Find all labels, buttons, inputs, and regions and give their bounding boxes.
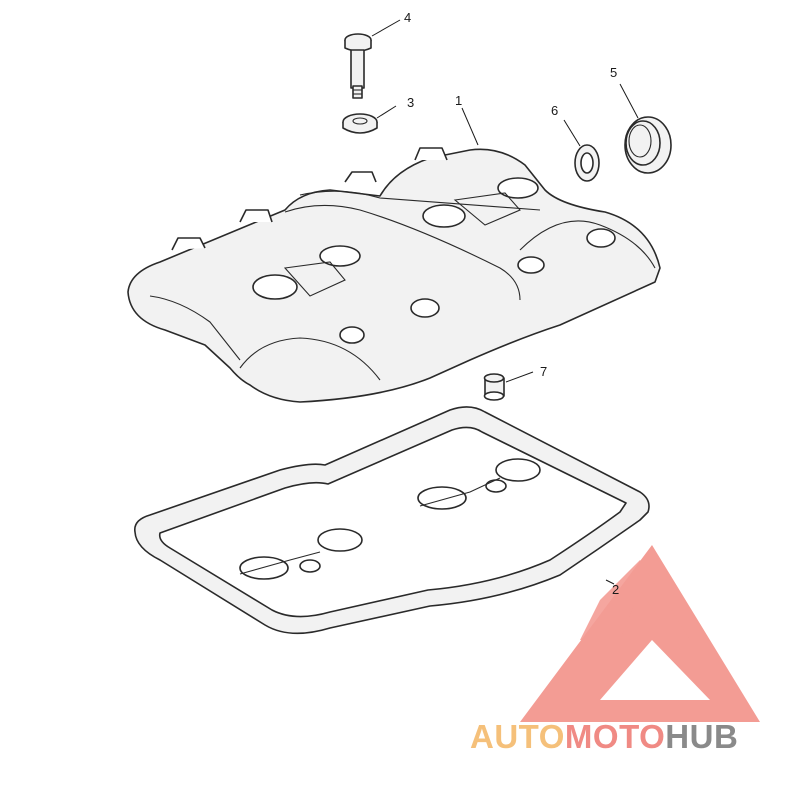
callout-3: 3 [407, 95, 414, 110]
part-bolt[interactable] [344, 33, 372, 99]
part-grommet[interactable] [342, 113, 378, 134]
callout-6: 6 [551, 103, 558, 118]
watermark-triangle-inner [580, 560, 690, 640]
part-washer[interactable] [574, 144, 600, 182]
callout-4: 4 [404, 10, 411, 25]
part-dowel[interactable] [483, 373, 505, 401]
watermark-text-moto: MOTO [565, 718, 665, 755]
callout-2: 2 [612, 582, 619, 597]
callout-7: 7 [540, 364, 547, 379]
watermark-text-auto: AUTO [470, 718, 565, 755]
watermark-logo [520, 545, 760, 722]
callout-1: 1 [455, 93, 462, 108]
part-gasket[interactable] [133, 406, 650, 635]
part-plug[interactable] [624, 116, 672, 174]
part-cylinder-head-cover[interactable] [127, 147, 661, 403]
watermark-text-hub: HUB [665, 718, 738, 755]
callout-5: 5 [610, 65, 617, 80]
leader-lines [371, 19, 639, 585]
watermark-text: AUTOMOTOHUB [470, 718, 738, 755]
